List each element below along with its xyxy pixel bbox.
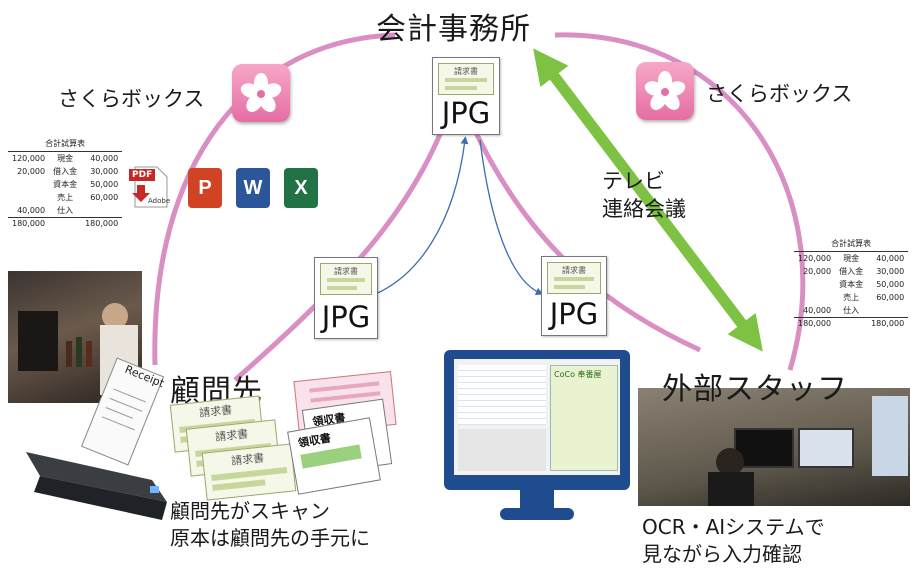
- tv-conference-line1: テレビ: [602, 169, 665, 193]
- invoice-thumbnail: 請求書: [547, 262, 601, 294]
- jpg-label: JPG: [441, 96, 491, 130]
- jpg-file-client: 請求書 JPG: [314, 257, 378, 339]
- sakura-box-label-left: さくらボックス: [58, 87, 205, 111]
- jpg-label: JPG: [549, 297, 599, 331]
- trial-balance-title: 合計試算表: [831, 239, 872, 248]
- monitor-stand: [500, 508, 574, 520]
- staff-caption: OCR・AIシステムで 見ながら入力確認: [642, 514, 825, 568]
- monitor-neck: [520, 490, 554, 510]
- invoice-label: 請求書: [454, 67, 478, 76]
- jpg-file-staff: 請求書 JPG: [541, 256, 607, 336]
- staff-photo: [638, 388, 910, 506]
- tv-conference-line2: 連絡会議: [602, 197, 686, 221]
- ocr-software-screen: CoCo 奉番屋: [454, 359, 620, 475]
- word-icon: W: [236, 168, 270, 208]
- monitor: CoCo 奉番屋: [444, 350, 630, 490]
- jpg-file-office: 請求書 JPG: [432, 57, 500, 135]
- trial-balance-title: 合計試算表: [45, 139, 86, 148]
- pdf-label: PDF: [132, 170, 153, 180]
- software-badge: CoCo 奉番屋: [554, 370, 602, 379]
- invoice-doc: 請求書: [201, 443, 297, 501]
- tv-conference-label: テレビ 連絡会議: [602, 167, 686, 223]
- receipt-doc-label: 領収書: [297, 431, 332, 450]
- invoice-label: 請求書: [562, 266, 586, 275]
- staff-caption-line2: 見ながら入力確認: [642, 542, 802, 566]
- excel-icon: X: [284, 168, 318, 208]
- client-caption-line1: 顧問先がスキャン: [170, 499, 330, 523]
- upload-arrow: [364, 136, 469, 299]
- client-caption: 顧問先がスキャン 原本は顧問先の手元に: [170, 498, 370, 552]
- invoice-thumbnail: 請求書: [438, 63, 494, 95]
- pdf-icon: PDF Adobe: [127, 163, 173, 209]
- invoice-label: 請求書: [334, 267, 358, 276]
- ring-left-outer: [152, 32, 396, 366]
- download-arrow: [479, 139, 544, 296]
- scanner-icon: [26, 357, 167, 520]
- client-shop-photo: [8, 271, 142, 403]
- invoice-thumbnail: 請求書: [320, 263, 372, 295]
- jpg-label: JPG: [321, 300, 371, 334]
- ring-left-inner: [233, 94, 458, 382]
- adobe-label: Adobe: [148, 197, 171, 205]
- office-title: 会計事務所: [376, 12, 531, 47]
- staff-title: 外部スタッフ: [662, 372, 848, 407]
- sakura-box-icon: [232, 64, 290, 122]
- client-caption-line2: 原本は顧問先の手元に: [170, 526, 370, 550]
- staff-caption-line1: OCR・AIシステムで: [642, 515, 825, 539]
- sakura-box-label-right: さくらボックス: [706, 82, 853, 106]
- tv-conference-arrow: [533, 48, 763, 352]
- sakura-box-icon: [636, 62, 694, 120]
- powerpoint-icon: P: [188, 168, 222, 208]
